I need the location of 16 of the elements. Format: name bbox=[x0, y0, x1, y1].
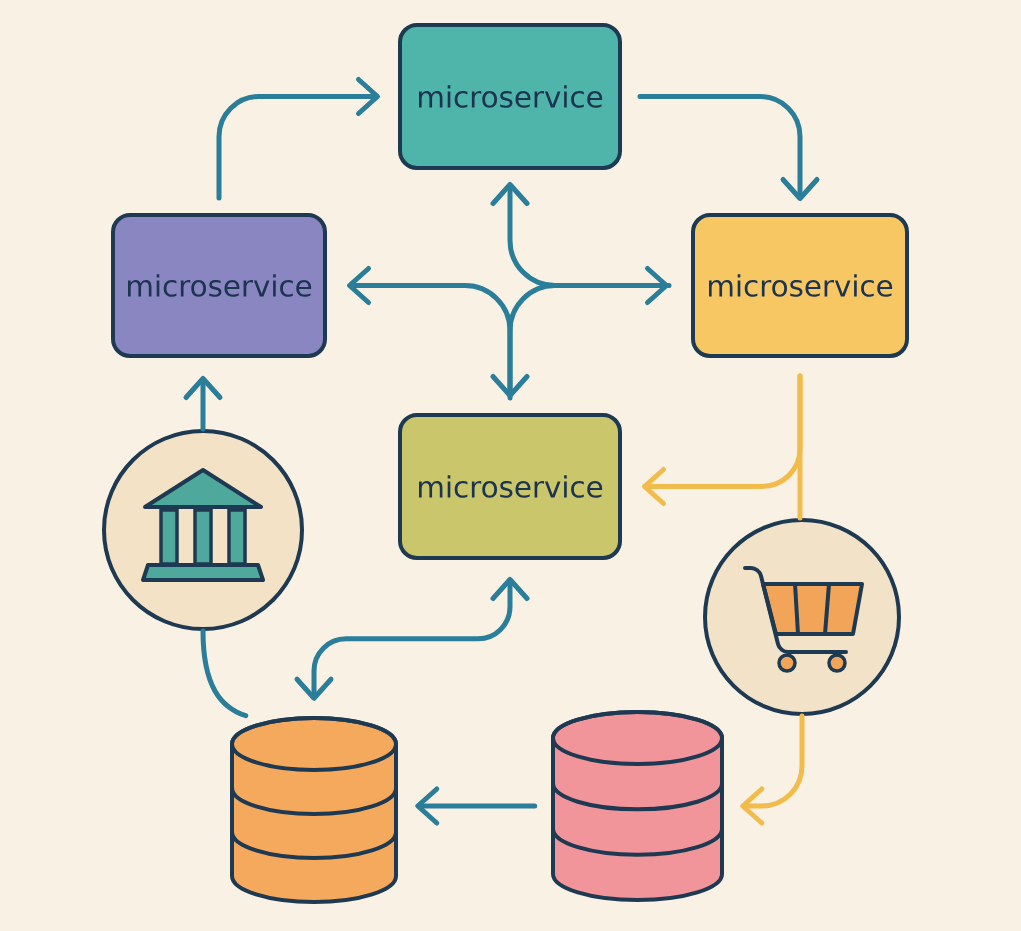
arrow bbox=[490, 182, 669, 305]
service-box: microservice bbox=[398, 413, 622, 560]
database-cylinder bbox=[230, 716, 398, 904]
connector-line bbox=[507, 283, 672, 401]
connector-line bbox=[797, 373, 803, 521]
arrow bbox=[740, 713, 805, 826]
arrow bbox=[347, 266, 530, 398]
connector-line bbox=[200, 628, 249, 719]
arrow bbox=[415, 786, 538, 826]
arrow bbox=[637, 94, 820, 201]
arrow bbox=[216, 77, 380, 201]
database-cylinder bbox=[551, 710, 724, 902]
service-box: microservice bbox=[111, 213, 327, 358]
arrow bbox=[294, 577, 530, 701]
service-box: microservice bbox=[691, 213, 909, 358]
service-box: microservice bbox=[398, 23, 622, 170]
